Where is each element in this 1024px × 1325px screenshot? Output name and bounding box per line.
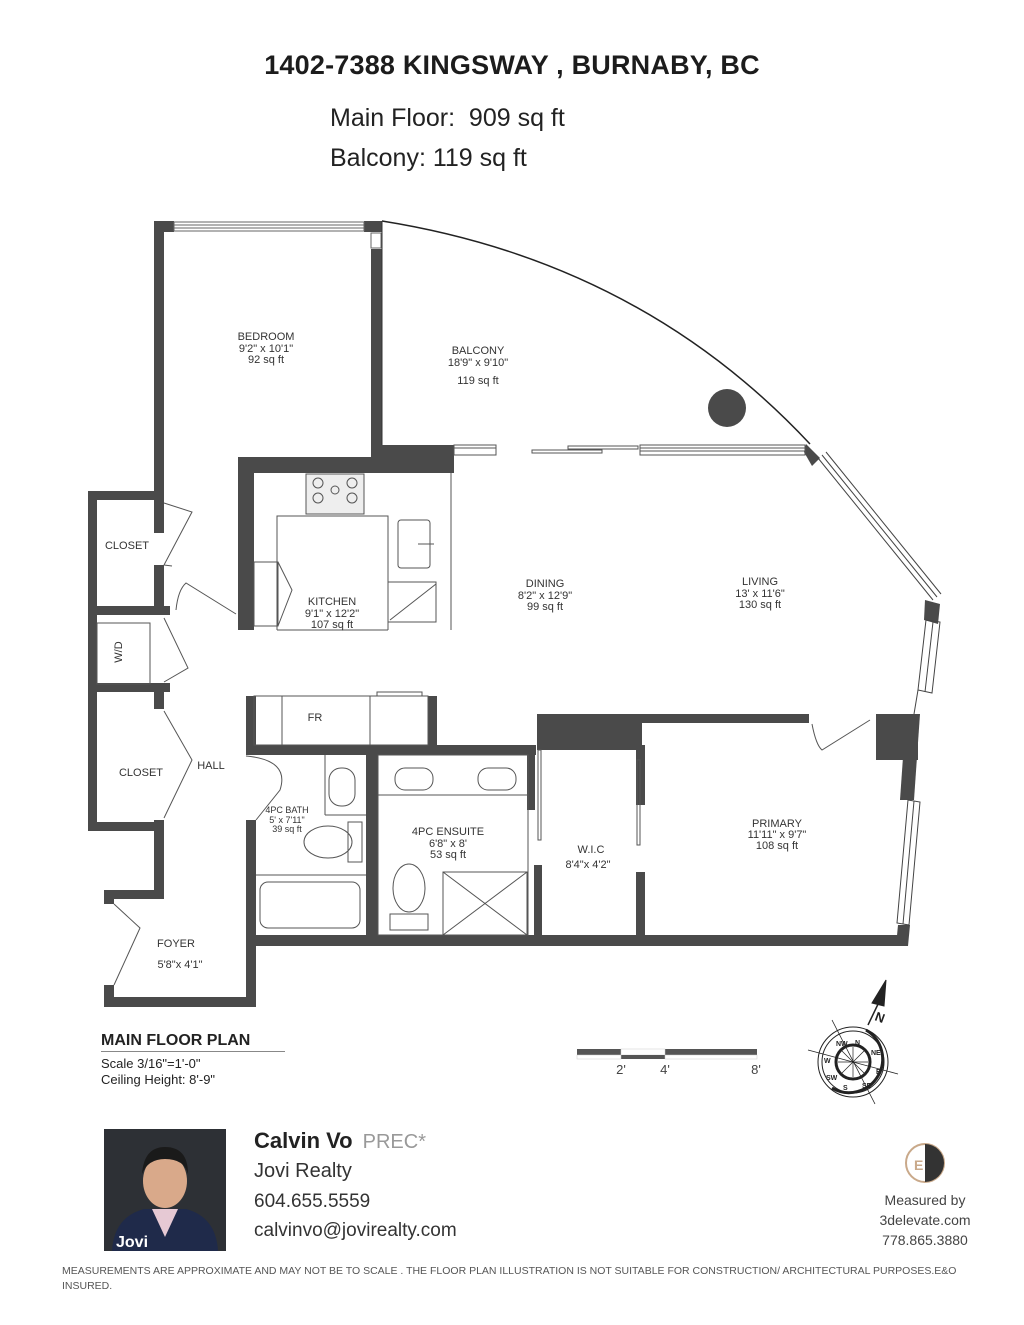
svg-text:8'4"x 4'2": 8'4"x 4'2" [565,859,610,871]
svg-text:NW: NW [836,1041,848,1048]
fridge-label: FR [308,712,323,724]
balcony-area: Balcony: 119 sq ft [330,144,527,172]
plan-title: MAIN FLOOR PLAN [101,1032,251,1049]
living-label: LIVING [742,576,778,588]
washer-dryer-icon [96,622,151,685]
svg-text:53 sq ft: 53 sq ft [430,849,466,861]
svg-text:Jovi: Jovi [116,1234,148,1251]
ensuite-sink-icon [477,767,517,791]
svg-text:SE: SE [862,1083,872,1090]
agent-email[interactable]: calvinvo@jovirealty.com [254,1220,457,1241]
balcony-railing [381,220,811,445]
ceiling-height: Ceiling Height: 8'-9" [101,1072,216,1087]
property-address: 1402-7388 KINGSWAY , BURNABY, BC [264,50,760,80]
bedroom-window [173,221,382,249]
doors [113,502,871,986]
hall-label: HALL [197,760,225,772]
bedroom-label: BEDROOM [238,331,295,343]
fridge-counter [253,691,429,746]
svg-text:13' x 11'6": 13' x 11'6" [735,588,785,600]
dining-label: DINING [526,578,565,590]
shower-icon [442,871,528,936]
svg-text:8': 8' [751,1062,761,1077]
plan-title-divider [101,1051,285,1052]
agent-designation: PREC* [362,1131,426,1153]
wd-label: W/D [113,641,125,662]
primary-label: PRIMARY [752,818,803,830]
wic-label: W.I.C [578,844,605,856]
balcony-doors [453,444,806,456]
svg-text:2': 2' [616,1062,626,1077]
kitchen-fixtures [253,473,437,631]
svg-text:W: W [824,1058,831,1065]
bath-sink-icon [328,767,356,807]
balcony-label: BALCONY [452,345,505,357]
svg-text:5'8"x 4'1": 5'8"x 4'1" [157,959,202,971]
closet-label: CLOSET [105,540,149,552]
svg-text:SW: SW [826,1075,838,1082]
svg-text:92 sq ft: 92 sq ft [248,354,284,366]
svg-text:5' x 7'11": 5' x 7'11" [269,815,305,825]
svg-text:9'2" x 10'1": 9'2" x 10'1" [239,343,293,355]
room-labels: BEDROOM 9'2" x 10'1" 92 sq ft BALCONY 18… [105,331,806,971]
ensuite-toilet-icon [392,863,426,913]
closet-label: CLOSET [119,767,163,779]
svg-text:108 sq ft: 108 sq ft [756,840,798,852]
main-floor-area: Main Floor: 909 sq ft [330,104,565,132]
svg-text:NE: NE [871,1050,881,1057]
svg-text:11'11" x 9'7": 11'11" x 9'7" [748,829,807,841]
bath-label: 4PC BATH [265,805,308,815]
measurer-website[interactable]: 3delevate.com [879,1212,971,1228]
svg-text:4': 4' [660,1062,670,1077]
svg-text:N: N [855,1040,860,1047]
bath-toilet-icon [303,825,353,859]
svg-text:39 sq ft: 39 sq ft [272,824,302,834]
svg-text:9'1" x 12'2": 9'1" x 12'2" [305,608,359,620]
svg-text:E: E [914,1157,923,1173]
svg-text:119 sq ft: 119 sq ft [457,375,498,387]
foyer-label: FOYER [157,938,195,950]
kitchen-label: KITCHEN [308,596,356,608]
compass-icon: N N NE E SE S SW W NW [807,979,899,1105]
bathtub-icon [259,881,361,929]
measured-by: Measured by 3delevate.com 778.865.3880 [860,1190,990,1250]
svg-text:18'9" x 9'10": 18'9" x 9'10" [448,357,508,369]
agent-phone[interactable]: 604.655.5559 [254,1191,371,1212]
agent-photo: Jovi [104,1129,226,1251]
ensuite-sink-icon [394,767,434,791]
svg-text:E: E [876,1069,881,1076]
plan-scale: Scale 3/16"=1'-0" [101,1056,201,1071]
balcony-post [708,389,746,427]
svg-text:107 sq ft: 107 sq ft [311,619,353,631]
living-windows [817,451,942,926]
svg-text:6'8" x 8': 6'8" x 8' [429,838,467,850]
svg-text:S: S [843,1085,848,1092]
agent-company: Jovi Realty [254,1160,352,1182]
svg-text:99 sq ft: 99 sq ft [527,601,563,613]
ensuite-label: 4PC ENSUITE [412,826,484,838]
svg-text:8'2" x 12'9": 8'2" x 12'9" [518,590,572,602]
measurer-phone: 778.865.3880 [882,1232,968,1248]
dishwasher-icon [387,581,437,623]
bath-fixtures [256,749,641,936]
3delevate-logo: E [905,1143,945,1183]
svg-text:130 sq ft: 130 sq ft [739,599,781,611]
scale-bar: 2' 4' 8' [576,1048,761,1077]
walls [88,221,940,1007]
disclaimer: MEASUREMENTS ARE APPROXIMATE AND MAY NOT… [62,1265,957,1292]
